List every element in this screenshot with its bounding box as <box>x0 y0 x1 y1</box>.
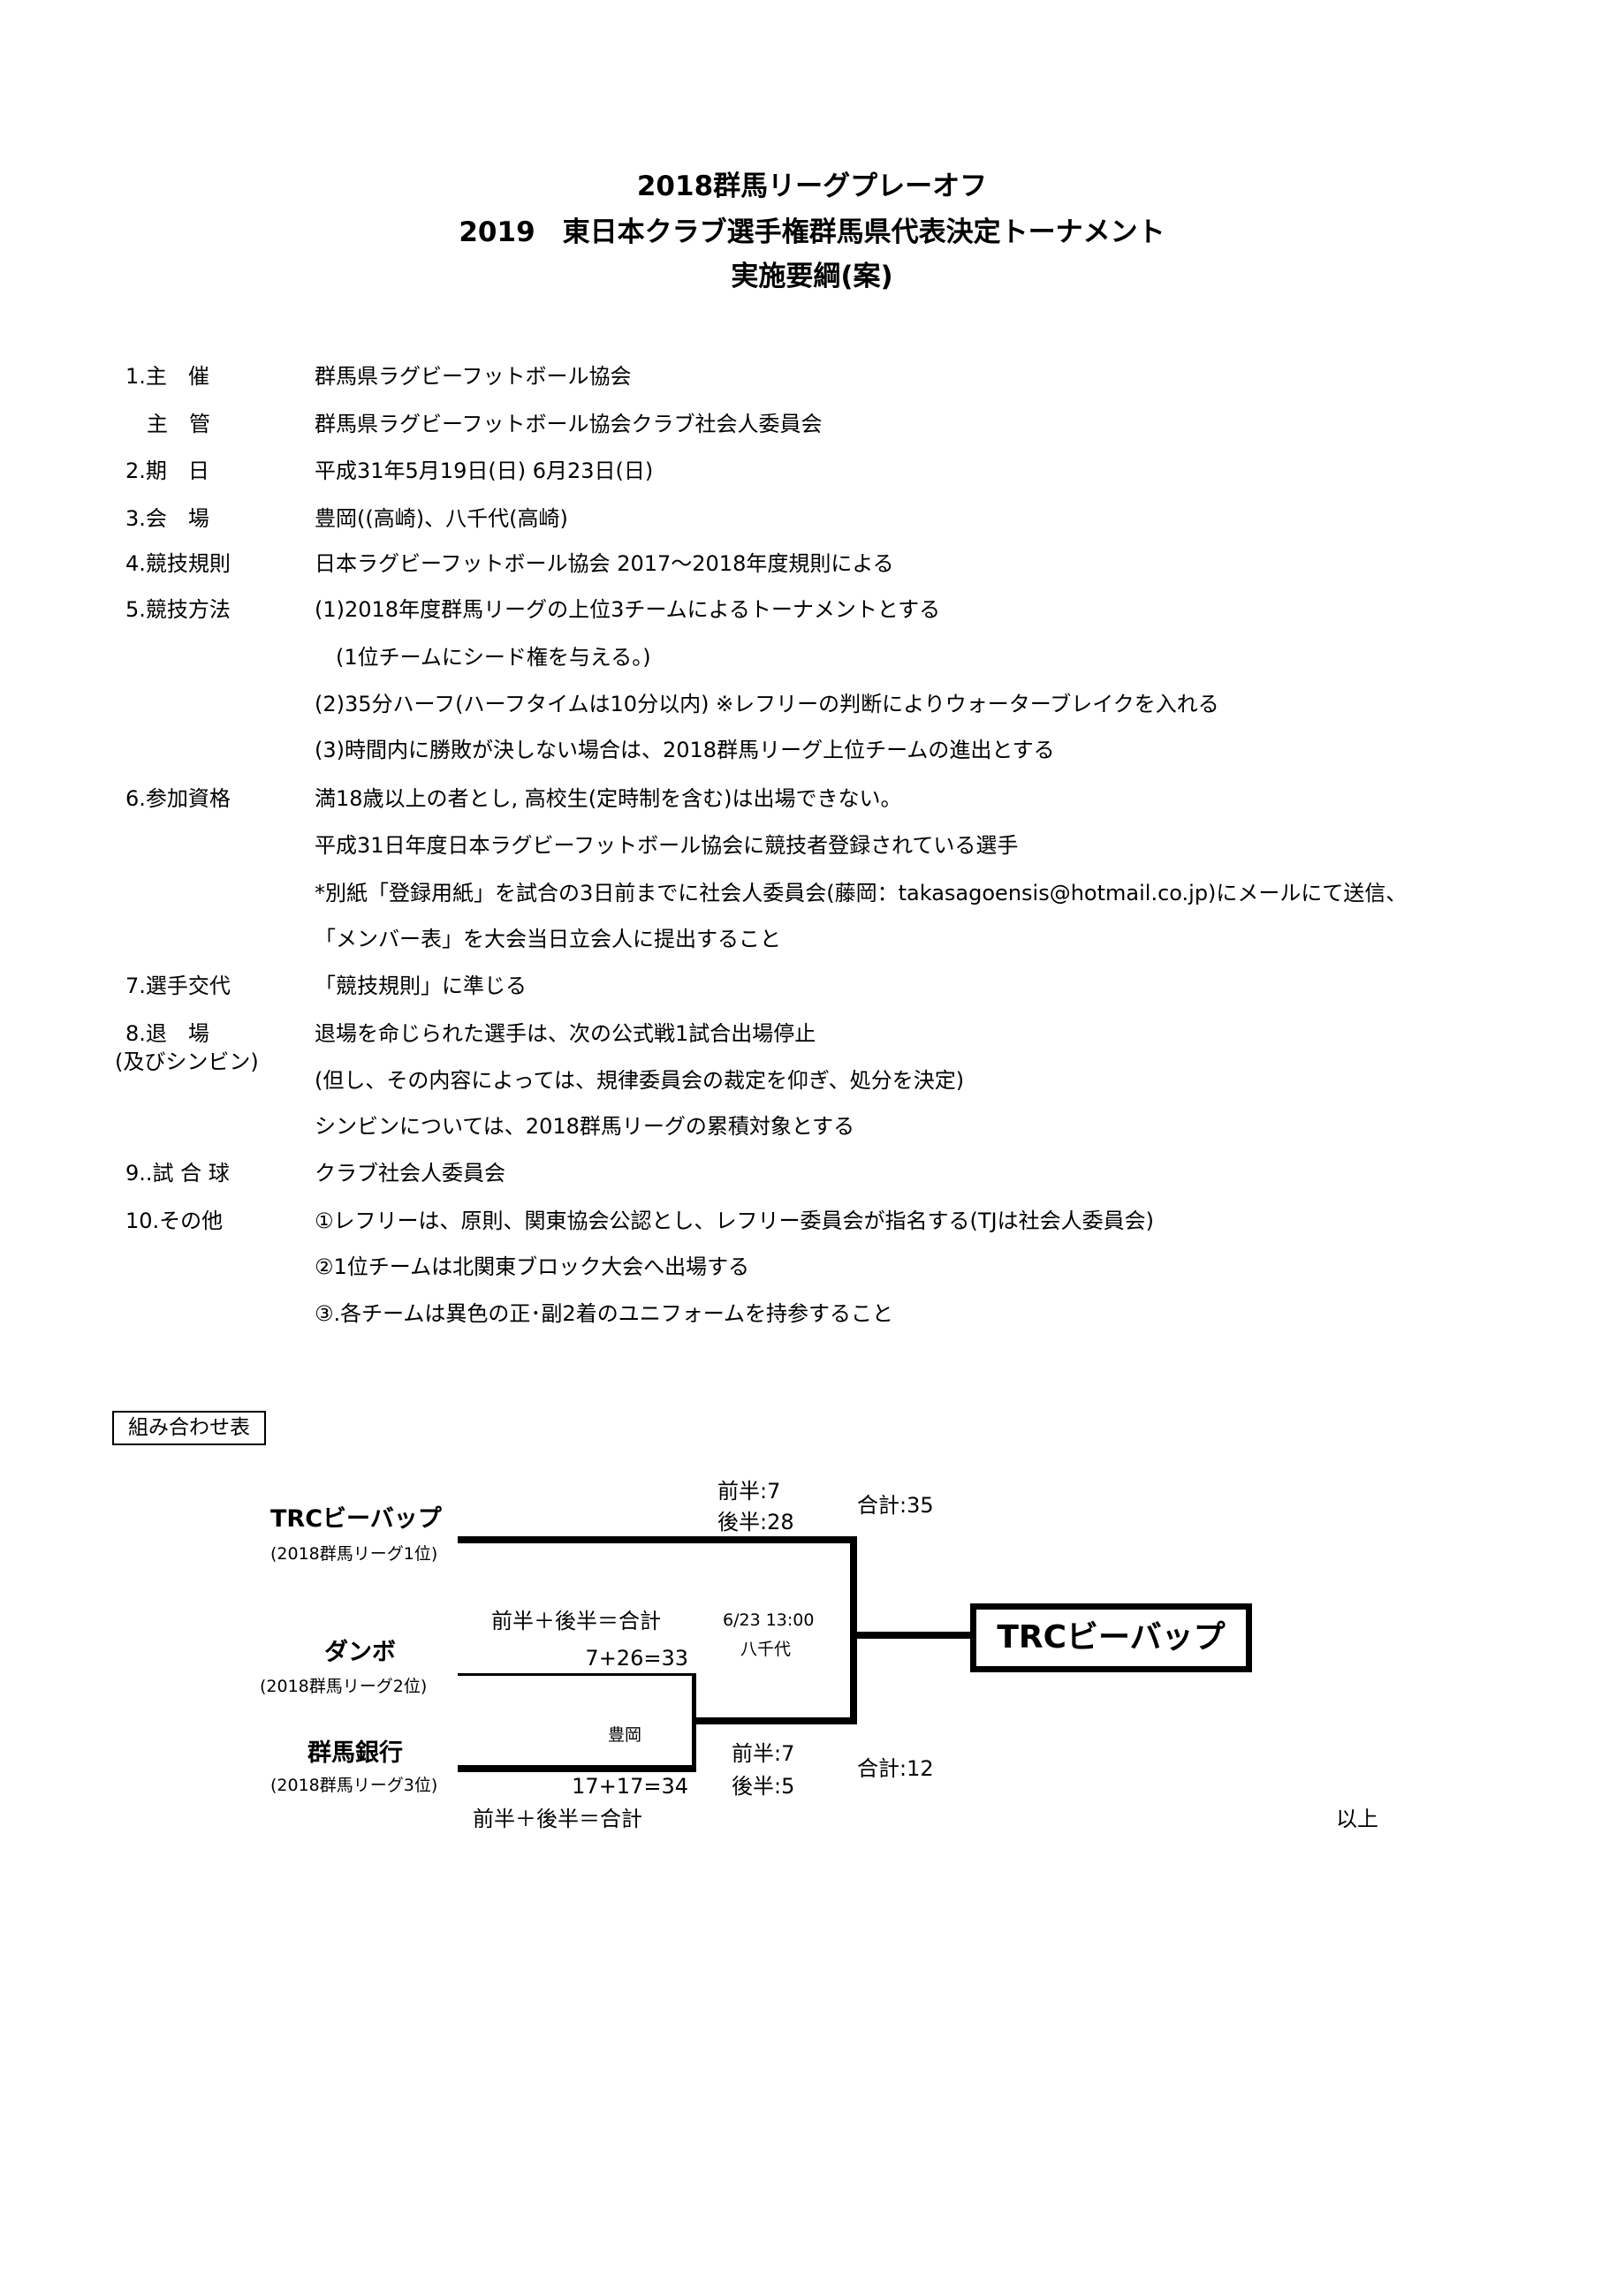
item-value: 群馬県ラグビーフットボール協会 <box>315 364 632 389</box>
item-value: (1位チームにシード権を与える。) <box>315 645 651 670</box>
final-datetime: 6/23 13:00 <box>723 1610 815 1630</box>
team2-name: ダンボ <box>324 1639 396 1666</box>
item-label: 3.会 場 <box>125 506 209 531</box>
doc-title-line1: 2018群馬リーグプレーオフ <box>636 170 988 202</box>
team2-rank: (2018群馬リーグ2位) <box>260 1677 428 1696</box>
item-label: 4.競技規則 <box>125 551 231 576</box>
item-label: 10.その他 <box>125 1209 224 1233</box>
bracket-line-final-vertical <box>850 1536 857 1724</box>
semi-score-team2: 7+26=33 <box>585 1646 688 1671</box>
bracket-line-team3 <box>458 1765 696 1772</box>
item-value: 「競技規則」に準じる <box>315 974 527 998</box>
semi-score-team3: 17+17=34 <box>572 1774 688 1799</box>
closing-text: 以上 <box>1336 1807 1378 1831</box>
item-label-sub: (及びシンビン) <box>115 1049 259 1074</box>
final-team3-first-half: 前半:7 <box>732 1741 795 1766</box>
item-value: (1)2018年度群馬リーグの上位3チームによるトーナメントとする <box>315 597 941 622</box>
item-value: ①レフリーは、原則、関東協会公認とし、レフリー委員会が指名する(TJは社会人委員… <box>315 1209 1154 1233</box>
item-value: 日本ラグビーフットボール協会 2017～2018年度規則による <box>315 551 894 576</box>
bracket-line-team1 <box>458 1536 857 1543</box>
semi-legend-top: 前半＋後半＝合計 <box>491 1609 661 1633</box>
semi-venue: 豊岡 <box>608 1725 642 1745</box>
doc-title-line3: 実施要綱(案) <box>731 261 893 292</box>
final-team1-second-half: 後半:28 <box>717 1510 794 1534</box>
item-label: 8.退 場 <box>125 1021 209 1046</box>
bracket-line-to-winner <box>850 1632 972 1639</box>
item-label: 6.参加資格 <box>125 786 231 811</box>
item-value: (3)時間内に勝敗が決しない場合は、2018群馬リーグ上位チームの進出とする <box>315 738 1055 762</box>
semi-legend-bottom: 前半＋後半＝合計 <box>473 1807 642 1831</box>
item-label: 2.期 日 <box>125 458 209 483</box>
team1-rank: (2018群馬リーグ1位) <box>270 1544 438 1564</box>
item-label: 9..試 合 球 <box>125 1161 230 1186</box>
doc-title-line2: 2019 東日本クラブ選手権群馬県代表決定トーナメント <box>459 216 1165 248</box>
item-value: クラブ社会人委員会 <box>315 1161 505 1186</box>
item-label: 1.主 催 <box>125 364 209 389</box>
final-venue: 八千代 <box>740 1640 792 1659</box>
item-value: 退場を命じられた選手は、次の公式戦1試合出場停止 <box>315 1021 816 1046</box>
item-value: ③.各チームは異色の正･副2着のユニフォームを持参すること <box>315 1301 893 1326</box>
item-value: 満18歳以上の者とし, 高校生(定時制を含む)は出場できない。 <box>315 786 902 811</box>
team3-name: 群馬銀行 <box>307 1739 403 1767</box>
item-value: 平成31日年度日本ラグビーフットボール協会に競技者登録されている選手 <box>315 833 1019 858</box>
bracket-line-team2 <box>458 1673 695 1676</box>
item-value: 群馬県ラグビーフットボール協会クラブ社会人委員会 <box>315 412 823 436</box>
item-value: 「メンバー表」を大会当日立会人に提出すること <box>315 927 781 951</box>
item-value: シンビンについては、2018群馬リーグの累積対象とする <box>315 1114 855 1139</box>
item-label: 7.選手交代 <box>125 974 231 998</box>
item-label: 5.競技方法 <box>125 597 231 622</box>
item-value: (但し、その内容によっては、規律委員会の裁定を仰ぎ、処分を決定) <box>315 1068 965 1093</box>
team1-name: TRCビーバップ <box>270 1505 442 1533</box>
item-value: 平成31年5月19日(日) 6月23日(日) <box>315 458 654 483</box>
item-value: (2)35分ハーフ(ハーフタイムは10分以内) ※レフリーの判断によりウォーター… <box>315 692 1219 716</box>
final-team3-total: 合計:12 <box>857 1756 934 1781</box>
item-label: 主 管 <box>125 412 210 436</box>
item-value: *別紙「登録用紙」を試合の3日前までに社会人委員会(藤岡：takasagoens… <box>315 881 1408 906</box>
item-value: 豊岡((高崎)、八千代(高崎) <box>315 506 568 531</box>
team3-rank: (2018群馬リーグ3位) <box>270 1776 438 1795</box>
item-value: ②1位チームは北関東ブロック大会へ出場する <box>315 1254 750 1279</box>
bracket-heading: 組み合わせ表 <box>112 1411 266 1445</box>
final-team1-first-half: 前半:7 <box>717 1479 781 1504</box>
final-team3-second-half: 後半:5 <box>732 1774 795 1799</box>
final-team1-total: 合計:35 <box>857 1493 934 1518</box>
bracket-line-semi-winner <box>692 1717 857 1724</box>
winner-box: TRCビーバップ <box>970 1603 1252 1672</box>
